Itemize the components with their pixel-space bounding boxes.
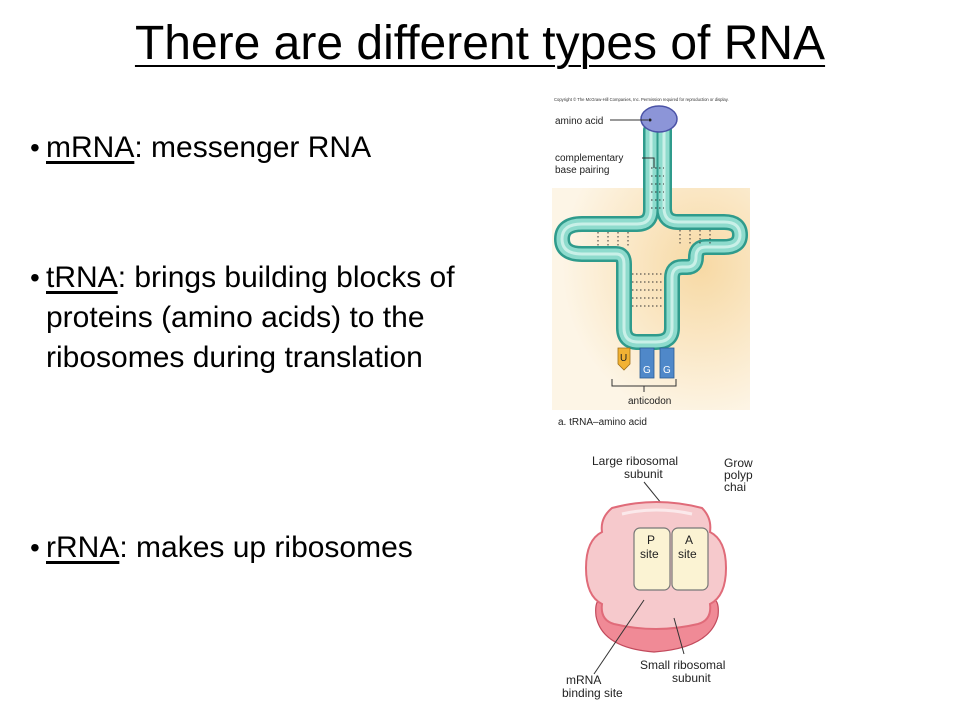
anticodon-bases — [617, 347, 675, 379]
label-growing-3: chai — [724, 480, 746, 494]
base-u-shape — [617, 347, 631, 371]
p-site-letter: P — [647, 533, 655, 547]
label-large-subunit-2: subunit — [624, 467, 663, 481]
label-complementary: complementary — [555, 153, 623, 164]
base-g1-shape — [639, 347, 655, 379]
label-growing-1: Grow — [724, 456, 753, 470]
label-anticodon: anticodon — [628, 396, 671, 407]
bullet-term: mRNA — [46, 131, 135, 164]
bullet-term: tRNA — [46, 261, 118, 294]
bullet-mrna: mRNA: messenger RNA — [30, 128, 371, 168]
label-large-subunit: Large ribosomal — [592, 454, 678, 468]
a-site-label: site — [678, 547, 697, 561]
label-base-pairing: base pairing — [555, 165, 609, 176]
a-site — [671, 527, 709, 591]
p-site — [633, 527, 671, 591]
base-u-letter: U — [620, 353, 627, 364]
trna-caption: a. tRNA–amino acid — [558, 417, 647, 428]
trna-diagram: Copyright © The McGraw-Hill Companies, I… — [552, 97, 750, 428]
label-amino-acid: amino acid — [555, 116, 603, 127]
trna-molecule — [554, 122, 748, 350]
ribosome-diagram: Large ribosomal subunit Grow polyp chai … — [562, 454, 753, 700]
bullet-text: : makes up ribosomes — [119, 531, 413, 564]
bullet-term: rRNA — [46, 531, 120, 564]
label-growing-2: polyp — [724, 468, 753, 482]
amino-acid-shape — [640, 105, 678, 133]
slide-title: There are different types of RNA — [134, 17, 826, 70]
bullet-rrna: rRNA: makes up ribosomes — [30, 528, 413, 568]
copyright-note: Copyright © The McGraw-Hill Companies, I… — [554, 97, 729, 102]
p-site-label: site — [640, 547, 659, 561]
label-mrna-binding-2: binding site — [562, 686, 623, 700]
base-g2-shape — [659, 347, 675, 379]
bullet-text: : messenger RNA — [134, 131, 372, 164]
label-small-subunit: Small ribosomal — [640, 658, 725, 672]
bullet-trna: tRNA: brings building blocks of proteins… — [30, 258, 550, 378]
label-small-subunit-2: subunit — [672, 671, 711, 685]
a-site-letter: A — [685, 533, 693, 547]
base-g2-letter: G — [663, 365, 671, 376]
trna-tube-highlight — [560, 128, 742, 344]
base-pairing-marks — [597, 167, 711, 307]
base-g1-letter: G — [643, 365, 651, 376]
bullet-text: : brings building blocks of proteins (am… — [46, 261, 455, 374]
label-mrna-binding: mRNA — [566, 673, 601, 687]
